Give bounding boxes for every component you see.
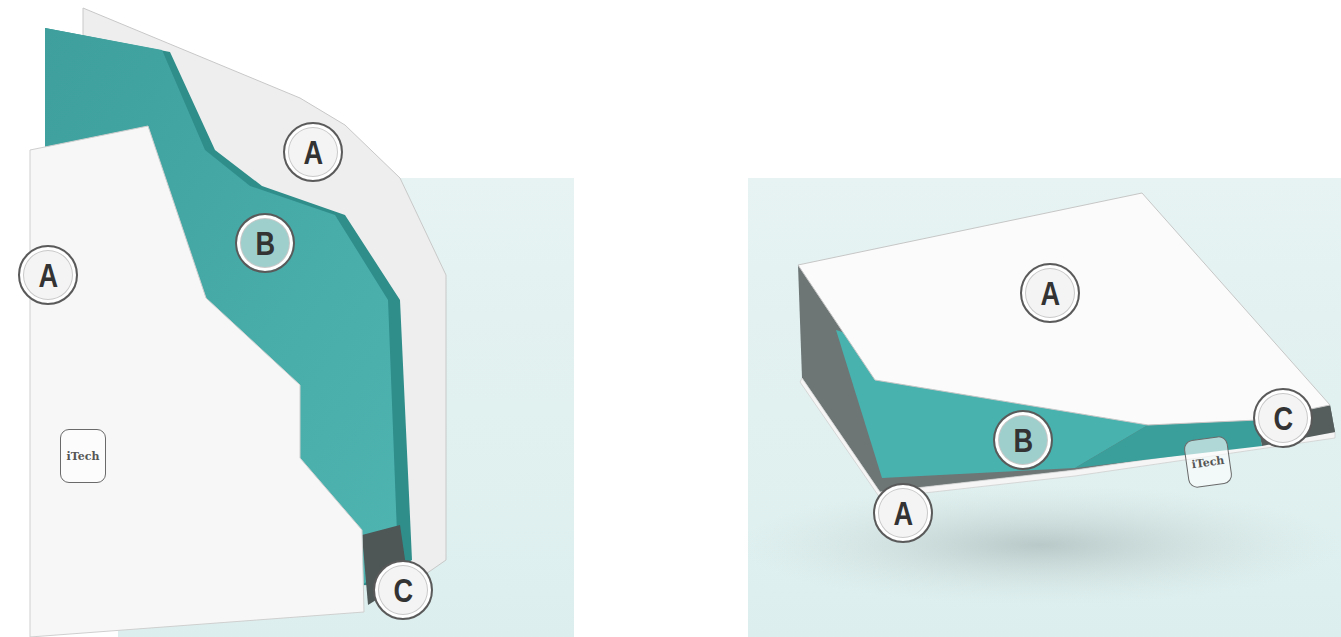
front-sheet (30, 126, 364, 637)
logo-text: iTech (1191, 454, 1225, 469)
top-sheet (798, 193, 1330, 425)
callout-letter: A (1040, 276, 1060, 310)
callout-letter: A (38, 258, 58, 292)
callout-letter: A (303, 135, 323, 169)
callout-letter: C (1273, 401, 1293, 435)
callout-circle: C (1253, 388, 1313, 448)
callout-circle: A (1020, 263, 1080, 323)
callout-circle: A (283, 122, 343, 182)
logo-badge: iTech (60, 429, 106, 483)
callout-circle: A (18, 245, 78, 305)
callout-circle: C (373, 560, 433, 620)
callout-letter: B (255, 226, 275, 260)
logo-text: iTech (67, 451, 100, 462)
drop-shadow (740, 485, 1340, 605)
core-layer (1075, 420, 1262, 468)
logo-badge: iTech (1183, 435, 1233, 489)
callout-circle: B (993, 410, 1053, 470)
callout-letter: A (893, 496, 913, 530)
callout-letter: C (393, 573, 413, 607)
callout-circle: B (235, 213, 295, 273)
callout-circle: A (873, 483, 933, 543)
callout-letter: B (1013, 423, 1033, 457)
